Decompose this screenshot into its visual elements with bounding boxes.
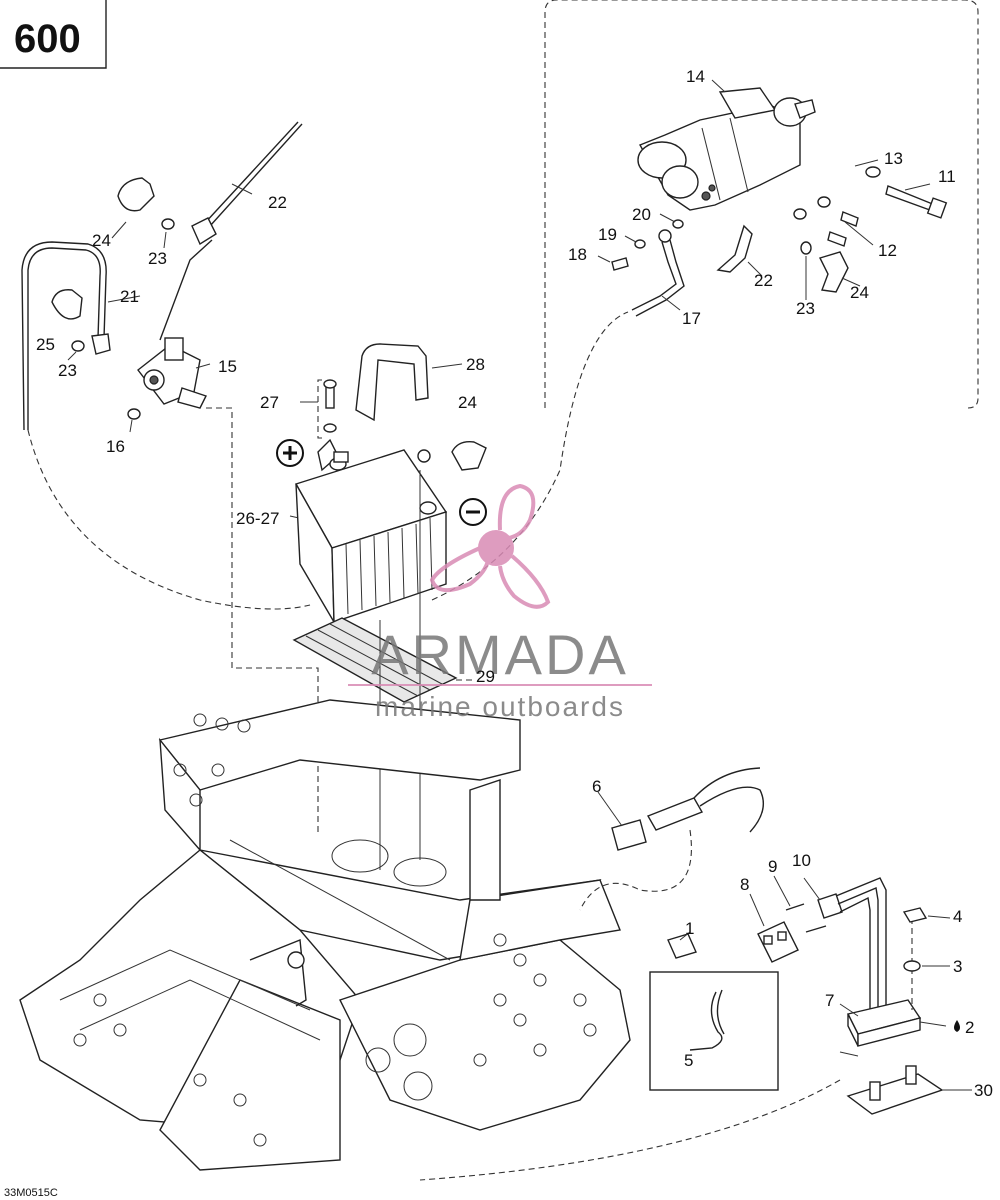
callout-25: 25 bbox=[36, 335, 55, 354]
callout-12: 12 bbox=[878, 241, 897, 260]
nut-23-top bbox=[161, 218, 175, 230]
callout-17: 17 bbox=[682, 309, 701, 328]
routing-path-left bbox=[27, 429, 311, 610]
callout-28: 28 bbox=[466, 355, 485, 374]
callout-24-middle: 24 bbox=[458, 393, 477, 412]
battery-pad bbox=[292, 617, 458, 703]
starter-motor bbox=[637, 87, 816, 211]
boot-cap-25 bbox=[51, 289, 83, 320]
voltage-regulator bbox=[846, 918, 922, 1047]
ground-cable-long bbox=[159, 121, 303, 341]
callout-7: 7 bbox=[825, 991, 834, 1010]
nut-16 bbox=[127, 408, 141, 420]
watermark-brand: ARMADA bbox=[371, 623, 629, 686]
regulator-connector bbox=[757, 877, 887, 1010]
cable-tie-inset bbox=[649, 971, 779, 1091]
plus-terminal-icon bbox=[276, 439, 304, 467]
callout-20: 20 bbox=[632, 205, 651, 224]
callout-13: 13 bbox=[884, 149, 903, 168]
callout-24-left: 24 bbox=[92, 231, 111, 250]
callout-29: 29 bbox=[476, 667, 495, 686]
mounting-plate bbox=[846, 1065, 944, 1115]
callout-22-left: 22 bbox=[268, 193, 287, 212]
callout-11: 11 bbox=[938, 167, 956, 186]
callout-14: 14 bbox=[686, 67, 705, 86]
watermark-tagline: marine outboards bbox=[375, 691, 625, 722]
callout-22-right: 22 bbox=[754, 271, 773, 290]
connector-1 bbox=[667, 933, 697, 959]
callout-9: 9 bbox=[768, 857, 777, 876]
callout-8: 8 bbox=[740, 875, 749, 894]
callout-6: 6 bbox=[592, 777, 601, 796]
inset-leaders bbox=[597, 79, 931, 311]
drawing-code: 33M0515C bbox=[4, 1187, 58, 1199]
brand-watermark: ARMADA marine outboards bbox=[348, 483, 652, 722]
callout-10: 10 bbox=[792, 851, 811, 870]
callout-30: 30 bbox=[974, 1081, 993, 1100]
battery-starter-cable bbox=[631, 241, 677, 311]
model-tag: 600 bbox=[0, 0, 107, 69]
nut-4 bbox=[902, 907, 928, 923]
callout-labels: 5 1 2 3 4 6 7 8 9 10 11 12 13 14 15 16 1… bbox=[36, 67, 993, 1100]
starter-ground-cable bbox=[716, 224, 753, 273]
oil-drop-icon bbox=[954, 1020, 960, 1032]
callout-27: 27 bbox=[260, 393, 279, 412]
callout-23-right: 23 bbox=[796, 299, 815, 318]
callout-4: 4 bbox=[953, 907, 962, 926]
battery bbox=[294, 449, 448, 623]
fuse-holder bbox=[579, 767, 764, 911]
battery-strap bbox=[355, 343, 429, 422]
callout-16: 16 bbox=[106, 437, 125, 456]
washer-3 bbox=[903, 960, 921, 972]
starter-bolts bbox=[793, 166, 948, 255]
battery-bolt bbox=[317, 379, 337, 439]
callout-1-label: 1 bbox=[685, 919, 694, 938]
propeller-icon bbox=[429, 483, 551, 609]
cable-loop bbox=[27, 247, 101, 430]
callout-15: 15 bbox=[218, 357, 237, 376]
starter-solenoid bbox=[137, 337, 207, 409]
starter-cable-boot bbox=[819, 251, 849, 293]
callout-18: 18 bbox=[568, 245, 587, 264]
boot-cap-top bbox=[117, 177, 155, 212]
callout-23-left: 23 bbox=[58, 361, 77, 380]
callout-19: 19 bbox=[598, 225, 617, 244]
minus-terminal-icon bbox=[459, 498, 487, 526]
callout-2: 2 bbox=[965, 1018, 974, 1037]
callout-23-top: 23 bbox=[148, 249, 167, 268]
model-tag-text: 600 bbox=[14, 17, 81, 61]
callout-5: 5 bbox=[684, 1051, 693, 1070]
callout-24-right: 24 bbox=[850, 283, 869, 302]
callout-3: 3 bbox=[953, 957, 962, 976]
chassis-frame bbox=[19, 699, 631, 1171]
callout-21: 21 bbox=[120, 287, 139, 306]
callout-26-27: 26-27 bbox=[236, 509, 279, 528]
starter-inset-frame bbox=[544, 0, 979, 409]
